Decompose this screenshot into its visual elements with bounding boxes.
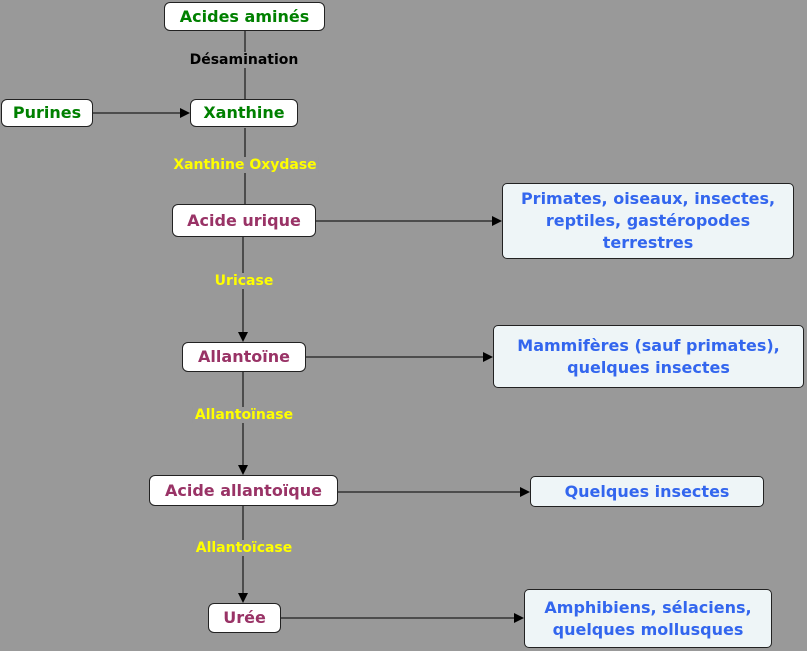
node-acide-urique: Acide urique [172,204,316,237]
node-xanthine: Xanthine [190,99,298,127]
organisms-mammiferes: Mammifères (sauf primates), quelques ins… [493,325,804,388]
enzyme-desamination: Désamination [187,52,301,68]
node-acides-amines: Acides aminés [164,2,325,31]
node-allantoine: Allantoïne [182,342,306,372]
enzyme-xanthine-oxydase: Xanthine Oxydase [171,157,319,173]
organisms-quelques-insectes: Quelques insectes [530,476,764,507]
enzyme-allantoinase: Allantoïnase [192,407,296,423]
enzyme-allantoicase: Allantoïcase [193,540,295,556]
node-uree: Urée [208,603,281,633]
organisms-primates: Primates, oiseaux, insectes, reptiles, g… [502,183,794,259]
organisms-amphibiens: Amphibiens, sélaciens, quelques mollusqu… [524,589,772,648]
enzyme-uricase: Uricase [212,273,276,289]
node-acide-allantoique: Acide allantoïque [149,475,338,506]
node-purines: Purines [1,99,93,127]
